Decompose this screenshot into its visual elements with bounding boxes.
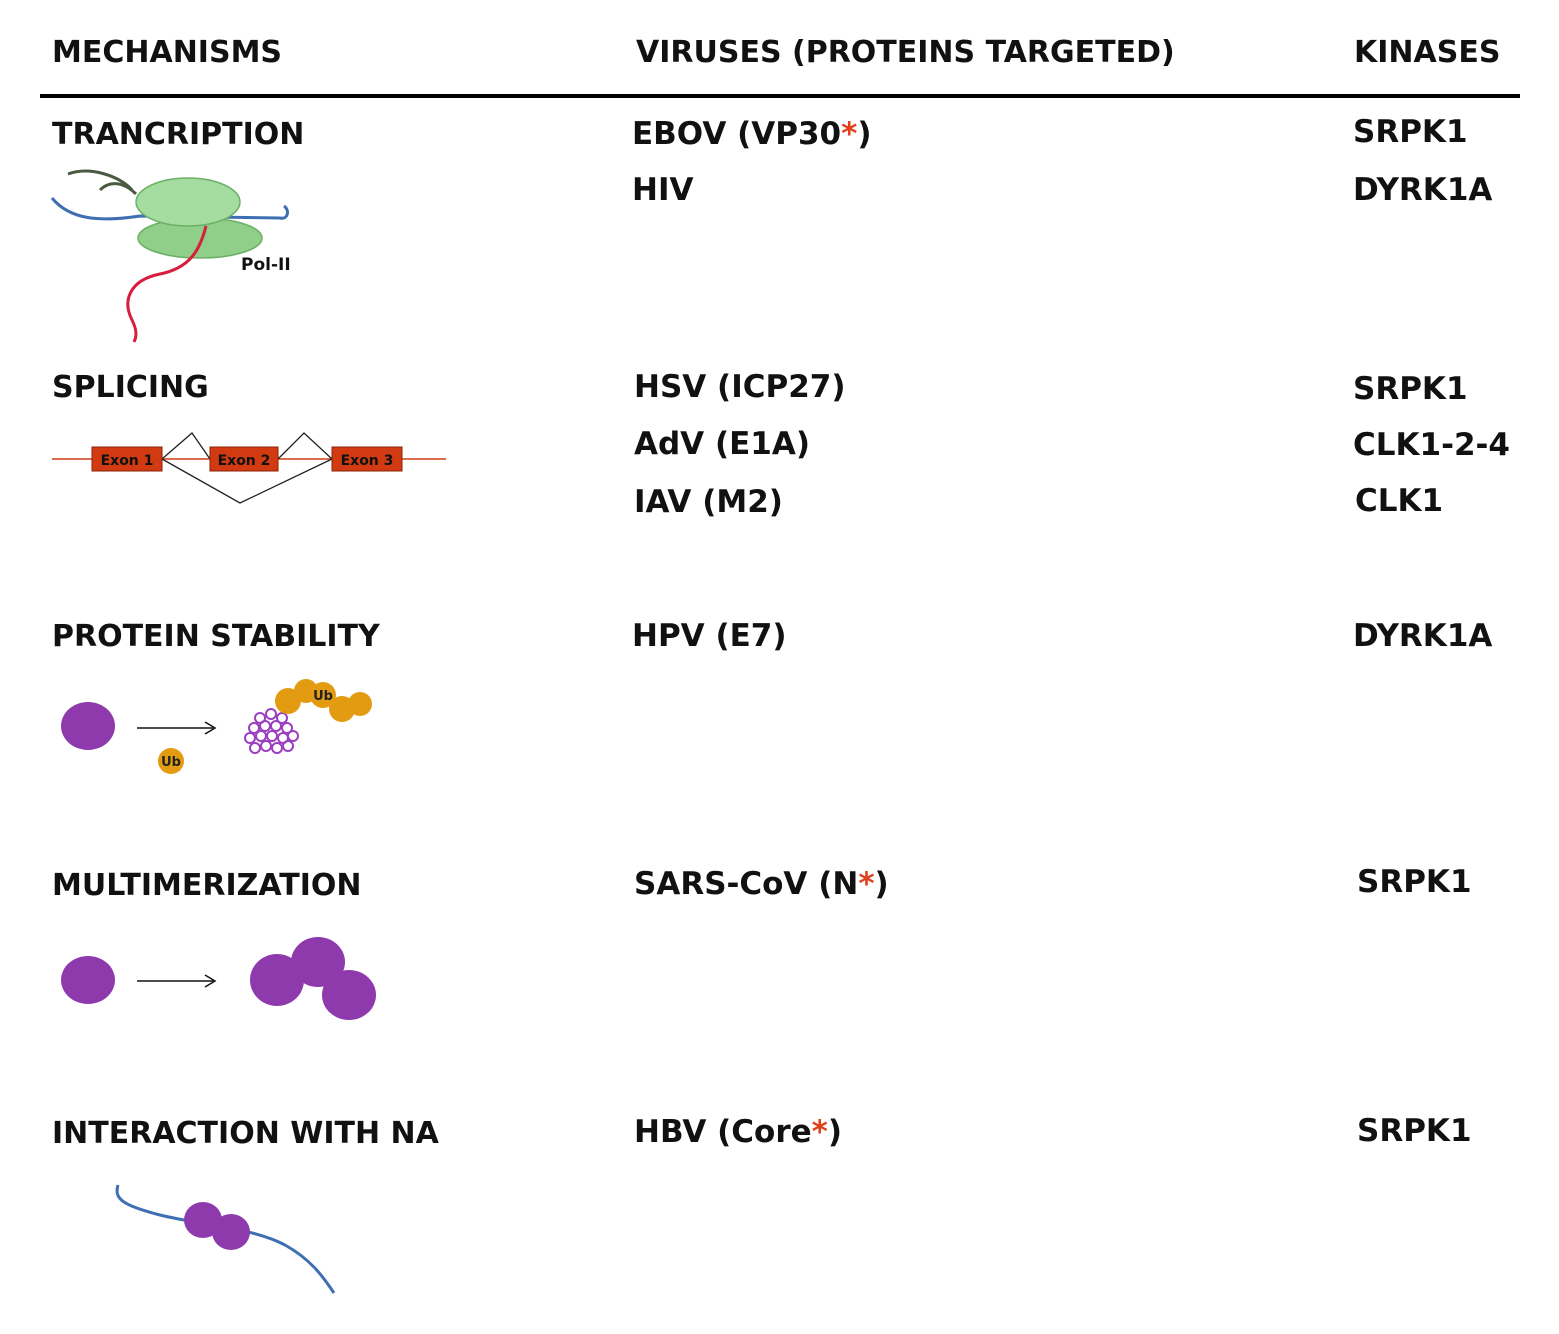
kinase-dyrk1a: DYRK1A bbox=[1353, 172, 1493, 208]
kinase-dyrk1a: DYRK1A bbox=[1353, 618, 1493, 654]
star-marker: * bbox=[841, 116, 858, 152]
mechanism-splicing: SPLICING bbox=[52, 370, 209, 405]
ubiquitin-chain-icon bbox=[275, 679, 372, 722]
ubiquitin-icon bbox=[158, 748, 184, 774]
pol2-transcription-figure: Pol-II bbox=[50, 169, 291, 343]
mechanism-interaction-with-na: INTERACTION WITH NA bbox=[52, 1116, 439, 1151]
ub-label: Ub bbox=[161, 755, 181, 770]
exon-3-label: Exon 3 bbox=[341, 453, 394, 469]
splicing-figure: Exon 1 Exon 2 Exon 3 bbox=[52, 432, 446, 504]
kinase-srpk1: SRPK1 bbox=[1357, 864, 1472, 900]
nucleic-acid-interaction-figure bbox=[115, 1184, 336, 1294]
protein-dimer-icon bbox=[184, 1202, 250, 1250]
header-viruses: VIRUSES (PROTEINS TARGETED) bbox=[636, 35, 1175, 70]
kinase-srpk1: SRPK1 bbox=[1353, 371, 1468, 407]
mechanism-protein-stability: PROTEIN STABILITY bbox=[52, 619, 380, 654]
ub-chain-label: Ub bbox=[313, 689, 333, 704]
header-kinases: KINASES bbox=[1354, 35, 1501, 70]
virus-ebov: EBOV (VP30*) bbox=[632, 116, 872, 152]
virus-hpv: HPV (E7) bbox=[632, 618, 787, 654]
protein-stability-figure: Ub Ub bbox=[61, 679, 372, 774]
header-divider bbox=[40, 94, 1520, 98]
star-marker: * bbox=[858, 866, 875, 902]
multimerization-figure bbox=[61, 937, 376, 1020]
virus-hiv: HIV bbox=[632, 172, 694, 208]
virus-hsv: HSV (ICP27) bbox=[634, 369, 846, 405]
kinase-clk1-2-4: CLK1-2-4 bbox=[1353, 427, 1510, 463]
kinase-clk1: CLK1 bbox=[1355, 483, 1444, 519]
exon-1-label: Exon 1 bbox=[101, 453, 154, 469]
star-marker: * bbox=[811, 1114, 828, 1150]
pol2-label: Pol-II bbox=[241, 255, 291, 275]
exon-2-label: Exon 2 bbox=[218, 453, 271, 469]
mechanism-multimerization: MULTIMERIZATION bbox=[52, 868, 362, 903]
virus-adv: AdV (E1A) bbox=[634, 426, 811, 462]
virus-sars-cov: SARS-CoV (N*) bbox=[634, 866, 889, 902]
kinase-srpk1: SRPK1 bbox=[1353, 114, 1468, 150]
protein-icon bbox=[61, 702, 115, 750]
header-mechanisms: MECHANISMS bbox=[52, 35, 283, 70]
virus-iav: IAV (M2) bbox=[634, 484, 783, 520]
mechanism-transcription: TRANCRIPTION bbox=[52, 117, 305, 152]
monomer-icon bbox=[61, 956, 115, 1004]
degraded-protein-icon bbox=[244, 708, 299, 754]
virus-hbv: HBV (Core*) bbox=[634, 1114, 843, 1150]
multimer-icon bbox=[250, 937, 376, 1020]
kinase-srpk1: SRPK1 bbox=[1357, 1113, 1472, 1149]
